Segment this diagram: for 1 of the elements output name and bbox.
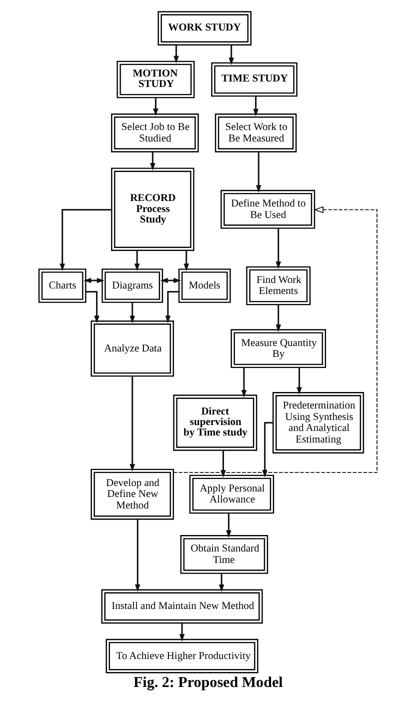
caption: Fig. 2: Proposed Model: [133, 674, 283, 691]
